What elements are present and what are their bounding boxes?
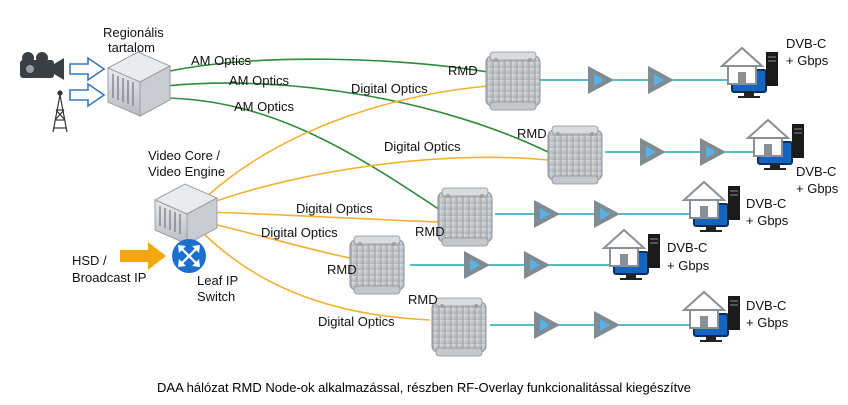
dvbc-label-4-line1: DVB-C <box>667 240 707 255</box>
digital-optics-links <box>199 85 549 321</box>
dvbc-label-5-line1: DVB-C <box>746 298 786 313</box>
dvbc-label-4-line2: + Gbps <box>667 258 710 273</box>
digital-optics-label-5: Digital Optics <box>318 314 395 329</box>
regional-content-label-line2: tartalom <box>108 40 155 55</box>
digital-link-2 <box>204 156 549 206</box>
regional-server-icon <box>106 51 172 117</box>
hsd-input-arrow <box>120 242 166 270</box>
regional-content-label-line1: Regionális <box>103 25 164 40</box>
amplifier-icon <box>534 311 560 339</box>
digital-optics-label-4: Digital Optics <box>261 225 338 240</box>
rmd-label-2: RMD <box>517 126 547 141</box>
am-link-2 <box>164 82 549 153</box>
digital-link-1 <box>204 85 489 199</box>
video-core-label-line2: Video Engine <box>148 164 225 179</box>
dvbc-label-3-line1: DVB-C <box>746 196 786 211</box>
digital-optics-label-2: Digital Optics <box>384 139 461 154</box>
amplifier-icon <box>594 200 620 228</box>
amplifier-icon <box>464 251 490 279</box>
broadcast-tower-icon <box>52 90 68 133</box>
hsd-label-line1: HSD / <box>72 253 107 268</box>
dvbc-label-1-line1: DVB-C <box>786 36 826 51</box>
rmd-label-3: RMD <box>415 224 445 239</box>
network-switch-icon <box>172 239 206 273</box>
am-optics-label-1: AM Optics <box>191 53 251 68</box>
amplifier-icon <box>648 66 674 94</box>
camera-input-arrow <box>69 56 106 82</box>
video-core-label-line1: Video Core / <box>148 148 220 163</box>
rmd-node-icon <box>431 297 487 357</box>
leaf-switch-label-line1: Leaf IP <box>197 273 238 288</box>
digital-link-4 <box>204 221 351 259</box>
amplifier-icon <box>640 138 666 166</box>
video-camera-icon <box>20 52 64 80</box>
rmd-node-icon <box>349 235 405 295</box>
rmd-label-5: RMD <box>408 292 438 307</box>
rmd-label-1: RMD <box>448 63 478 78</box>
hsd-label-line2: Broadcast IP <box>72 270 146 285</box>
video-core-server-icon <box>153 183 219 245</box>
house-icon <box>683 181 741 233</box>
amplifier-icon <box>534 200 560 228</box>
rmd-node-icon <box>485 51 541 111</box>
house-icon <box>747 119 805 171</box>
tower-input-arrow <box>69 82 106 108</box>
amplifier-icon <box>594 311 620 339</box>
diagram-caption: DAA hálózat RMD Node-ok alkalmazással, r… <box>157 380 691 395</box>
leaf-switch-label-line2: Switch <box>197 289 235 304</box>
am-optics-label-2: AM Optics <box>229 73 289 88</box>
house-icon <box>683 291 741 343</box>
digital-link-5 <box>199 229 431 321</box>
amplifier-icon <box>588 66 614 94</box>
digital-link-3 <box>204 211 439 223</box>
dvbc-label-5-line2: + Gbps <box>746 315 789 330</box>
house-icon <box>721 47 779 99</box>
digital-optics-label-3: Digital Optics <box>296 201 373 216</box>
house-icon <box>603 229 661 281</box>
amplifier-icon <box>524 251 550 279</box>
digital-optics-label-1: Digital Optics <box>351 81 428 96</box>
rmd-label-4: RMD <box>327 262 357 277</box>
dvbc-label-2-line2: + Gbps <box>796 181 839 196</box>
dvbc-label-2-line1: DVB-C <box>796 164 836 179</box>
dvbc-label-1-line2: + Gbps <box>786 53 829 68</box>
dvbc-label-3-line2: + Gbps <box>746 213 789 228</box>
rmd-node-icon <box>547 125 603 185</box>
rmd-node-icon <box>437 187 493 247</box>
am-optics-label-3: AM Optics <box>234 99 294 114</box>
am-link-1 <box>164 58 489 73</box>
amplifier-icon <box>700 138 726 166</box>
